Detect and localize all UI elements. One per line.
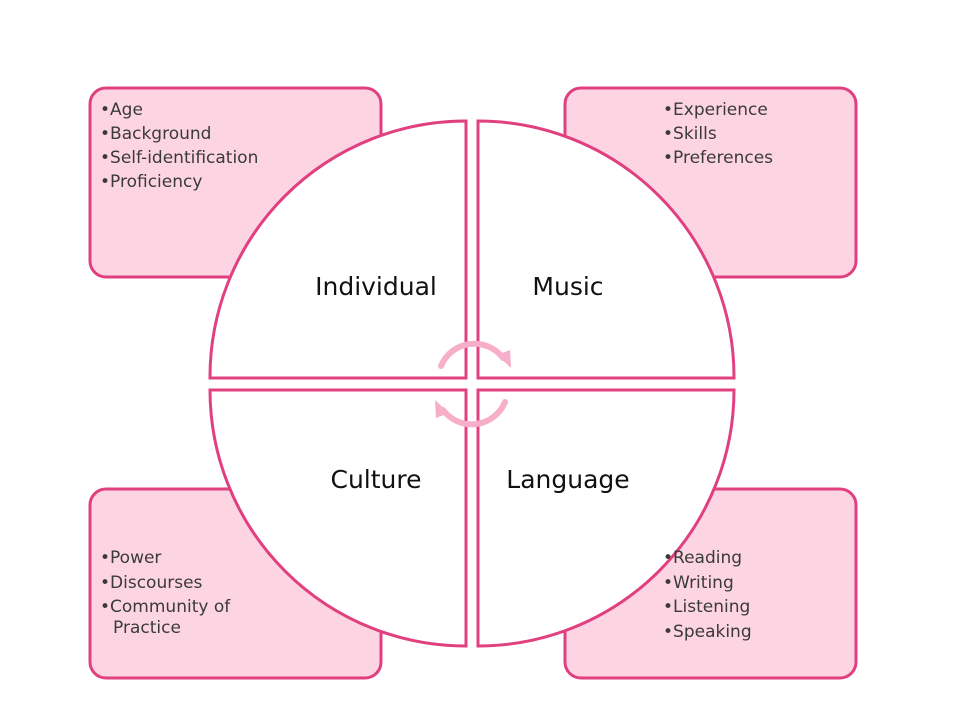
list-item: Practice: [113, 618, 181, 638]
quadrant-label-music: Music: [532, 272, 603, 301]
list-item: •Background: [100, 124, 211, 144]
list-item: •Reading: [663, 548, 742, 568]
quadrant-culture: [208, 388, 468, 648]
list-item: •Listening: [663, 597, 750, 617]
quadrant-individual: [208, 119, 468, 380]
list-item: •Skills: [663, 124, 717, 144]
list-item: •Discourses: [100, 573, 203, 593]
quadrant-language: [476, 388, 736, 648]
list-item: •Experience: [663, 100, 768, 120]
list-language: •Reading •Writing •Listening •Speaking: [663, 548, 752, 642]
list-item: •Speaking: [663, 622, 752, 642]
list-item: •Writing: [663, 573, 734, 593]
list-music: •Experience •Skills •Preferences: [663, 100, 773, 168]
circle: [208, 119, 736, 648]
list-item: •Preferences: [663, 148, 773, 168]
list-item: •Proficiency: [100, 172, 202, 192]
list-item: •Community of: [100, 597, 231, 617]
quadrant-music: [476, 119, 736, 380]
list-item: •Self-identification: [100, 148, 258, 168]
quadrant-label-language: Language: [506, 465, 629, 494]
quadrant-label-culture: Culture: [330, 465, 421, 494]
list-individual: •Age •Background •Self-identification •P…: [100, 100, 258, 192]
circular-arrows-icon: [435, 340, 511, 428]
quadrant-label-individual: Individual: [315, 272, 437, 301]
list-item: •Power: [100, 548, 161, 568]
list-culture: •Power •Discourses •Community of Practic…: [100, 548, 231, 638]
list-item: •Age: [100, 100, 143, 120]
